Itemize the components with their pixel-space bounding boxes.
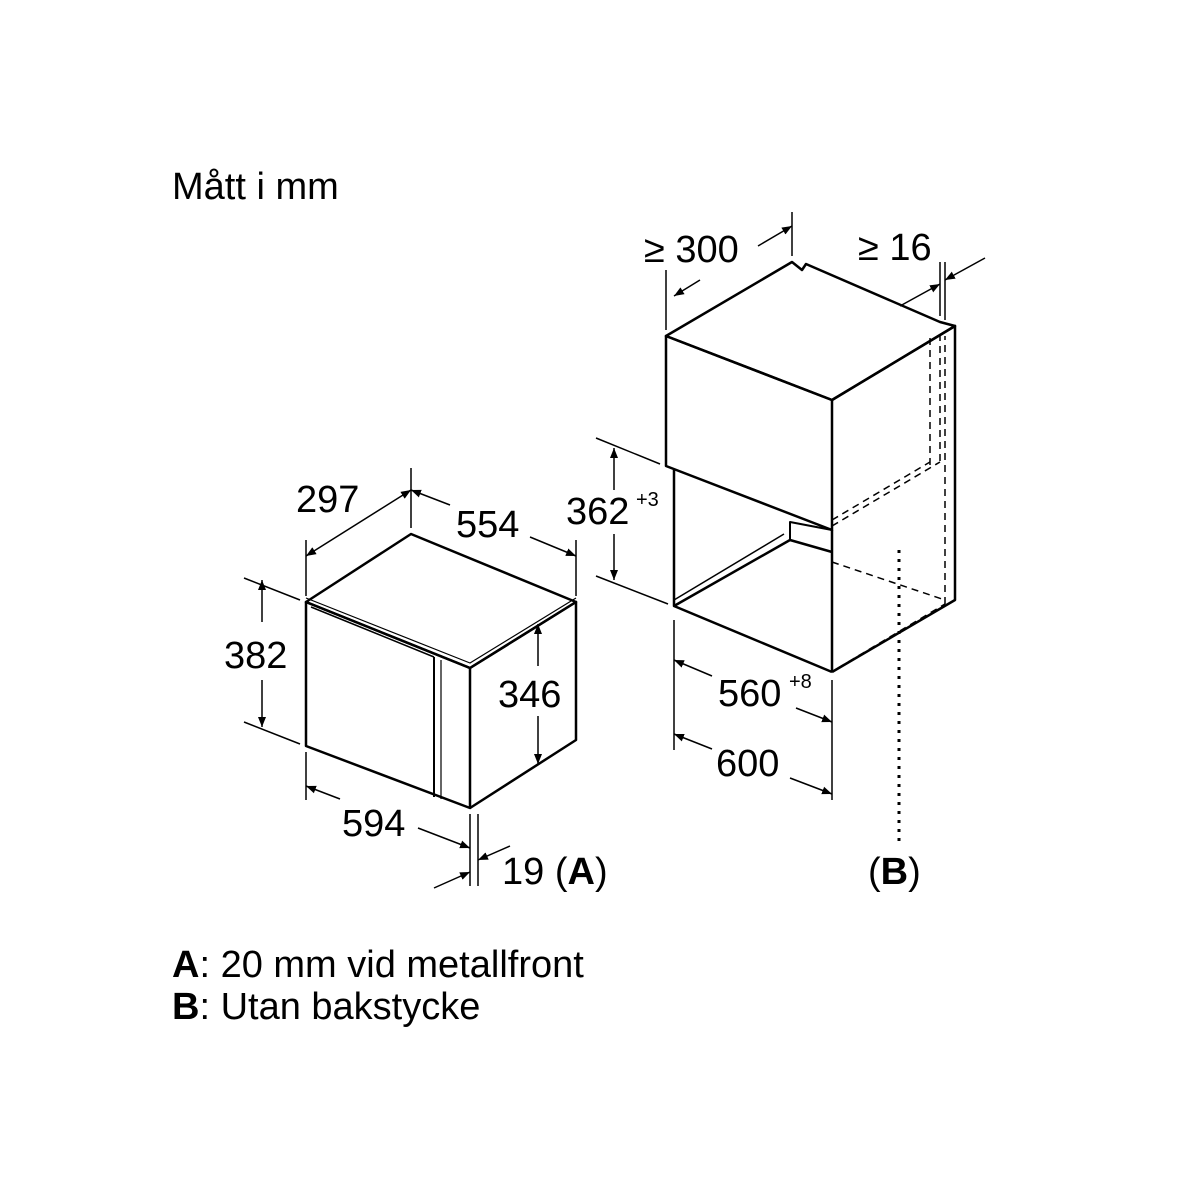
- cabinet-dimensions: [595, 212, 986, 800]
- niche-width-label: 560: [718, 673, 781, 715]
- legend-text-b: : Utan bakstycke: [199, 986, 481, 1028]
- niche-height-tolerance: +3: [636, 489, 659, 511]
- legend-item-a: A: 20 mm vid metallfront: [172, 944, 584, 986]
- legend-item-b: B: Utan bakstycke: [172, 986, 480, 1028]
- page-title: Mått i mm: [172, 166, 339, 208]
- microwave-front-height-label: 346: [498, 674, 561, 716]
- back-gap-label: ≥ 300: [644, 229, 739, 271]
- niche-height-label: 362: [566, 491, 629, 533]
- niche-width-tolerance: +8: [789, 671, 812, 693]
- microwave-dimensions: [243, 468, 577, 889]
- cabinet-width-label: 600: [716, 743, 779, 785]
- microwave-depth-label: 297: [296, 479, 359, 521]
- microwave-height-label: 382: [224, 635, 287, 677]
- microwave-drawing: [304, 532, 578, 810]
- legend-key-a: A: [172, 944, 200, 986]
- side-gap-label: ≥ 16: [858, 227, 932, 269]
- legend-key-b: B: [172, 986, 200, 1028]
- back-note-label: (B): [868, 851, 921, 893]
- cabinet-hidden-lines: [831, 334, 946, 669]
- cabinet-drawing: [664, 260, 957, 674]
- microwave-top-width-label: 554: [456, 504, 519, 546]
- microwave-front-width-label: 594: [342, 803, 405, 845]
- door-offset-label: 19 (A): [502, 851, 608, 893]
- legend-text-a: : 20 mm vid metallfront: [199, 944, 584, 986]
